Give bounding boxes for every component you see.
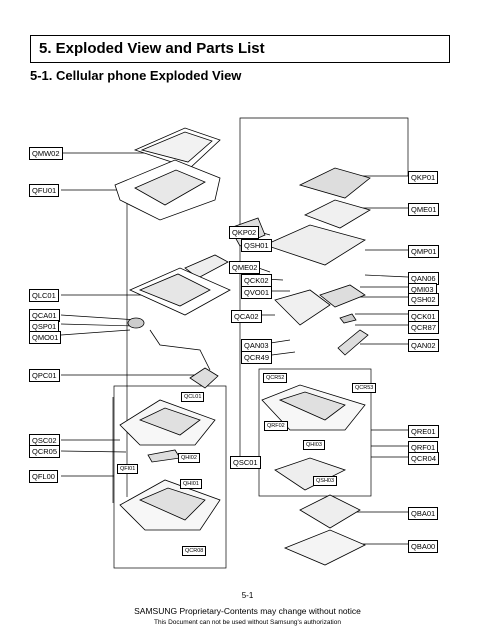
label-qsh03: QSH03 (313, 476, 338, 486)
label-qfi01: QFI01 (117, 464, 139, 474)
section-title-box: 5. Exploded View and Parts List (30, 35, 450, 63)
label-qmi03: QMI03 (408, 283, 437, 296)
label-qme01: QME01 (408, 203, 440, 216)
label-qmp01: QMP01 (408, 245, 440, 258)
label-qvo01: QVO01 (241, 286, 273, 299)
label-qhi02: QHI02 (178, 453, 200, 463)
label-qkp02: QKP02 (229, 226, 260, 239)
label-qre01: QRE01 (408, 425, 439, 438)
rear-assembly-box (258, 368, 372, 497)
label-qmo01: QMO01 (29, 331, 62, 344)
label-qkp01: QKP01 (408, 171, 439, 184)
label-qba00: QBA00 (408, 540, 439, 553)
label-qmw02: QMW02 (29, 147, 63, 160)
label-qan02: QAN02 (408, 339, 439, 352)
label-qsh02: QSH02 (408, 293, 439, 306)
front-assembly-box (113, 385, 227, 569)
section-subtitle: 5-1. Cellular phone Exploded View (30, 68, 242, 83)
label-qcl01: QCL01 (181, 392, 205, 402)
label-qpc01: QPC01 (29, 369, 60, 382)
label-qba01: QBA01 (408, 507, 439, 520)
page-number: 5-1 (241, 591, 254, 600)
exploded-view-diagram (60, 117, 409, 569)
footer-notice: SAMSUNG Proprietary-Contents may change … (134, 606, 361, 616)
label-qcr05: QCR05 (29, 445, 61, 458)
label-qhi03: QHI03 (303, 440, 325, 450)
label-qhi01: QHI01 (180, 479, 202, 489)
label-qcr04: QCR04 (408, 452, 440, 465)
label-qsc01: QSC01 (230, 456, 261, 469)
label-qsh01: QSH01 (241, 239, 272, 252)
label-qfu01: QFU01 (29, 184, 60, 197)
label-qcr49: QCR49 (241, 351, 273, 364)
label-qfl00: QFL00 (29, 470, 58, 483)
label-qcr08: QCR08 (182, 546, 207, 556)
section-title: 5. Exploded View and Parts List (39, 40, 265, 57)
label-qcr52: QCR52 (263, 373, 288, 383)
label-qca02: QCA02 (231, 310, 262, 323)
footer-authorization: This Document can not be used without Sa… (154, 619, 341, 626)
label-qcr87: QCR87 (408, 321, 440, 334)
label-qme02: QME02 (229, 261, 261, 274)
label-qrf02: QRF02 (264, 421, 288, 431)
label-qlc01: QLC01 (29, 289, 59, 302)
label-qcr53: QCR53 (352, 383, 377, 393)
